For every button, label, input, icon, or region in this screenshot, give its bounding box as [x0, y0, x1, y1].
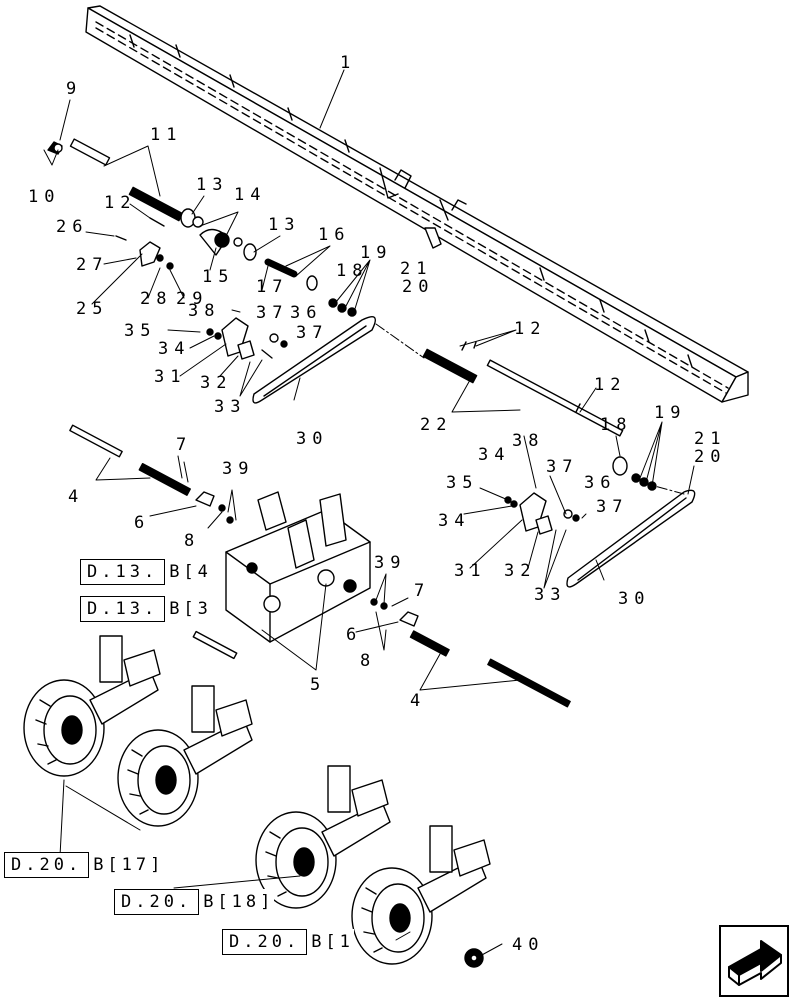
- callout-33a: 33: [214, 397, 246, 417]
- callout-14: 14: [234, 185, 266, 205]
- callout-34a: 34: [158, 339, 190, 359]
- callout-8a: 8: [184, 531, 200, 551]
- callout-30a: 30: [296, 429, 328, 449]
- lower-shafts: [69, 424, 571, 708]
- callout-19a: 19: [360, 243, 392, 263]
- callout-39a: 39: [222, 459, 254, 479]
- sprocket-40: [464, 948, 484, 968]
- callout-25: 25: [76, 299, 108, 319]
- callout-5: 5: [310, 675, 326, 695]
- middle-shafts: [422, 341, 624, 437]
- callout-32b: 32: [504, 561, 536, 581]
- callout-21a: 21: [400, 259, 432, 279]
- callout-38b: 38: [512, 431, 544, 451]
- callout-12b: 12: [514, 319, 546, 339]
- callout-37d: 37: [596, 497, 628, 517]
- callout-26: 26: [56, 217, 88, 237]
- reference-page: B[4: [169, 562, 212, 582]
- callout-16: 16: [318, 225, 350, 245]
- callout-32a: 32: [200, 373, 232, 393]
- callout-6a: 6: [134, 513, 150, 533]
- callout-37a: 37: [256, 303, 288, 323]
- callout-7b: 7: [414, 581, 430, 601]
- callout-18a: 18: [336, 261, 368, 281]
- right-chain-assembly: [504, 456, 696, 588]
- toolbar-frame: [85, 5, 749, 403]
- gauge-wheel-4: [351, 825, 491, 965]
- reference-section: D.20.: [4, 852, 90, 878]
- callout-18b: 18: [600, 415, 632, 435]
- reference-page: B[1: [311, 932, 354, 952]
- gauge-wheel-2: [117, 685, 253, 827]
- reference-link-d20-1[interactable]: D.20. B[1: [222, 929, 354, 955]
- callout-13a: 13: [196, 175, 228, 195]
- reference-section: D.13.: [80, 559, 166, 585]
- callout-29: 29: [176, 289, 208, 309]
- callout-20a: 20: [402, 277, 434, 297]
- callout-40: 40: [512, 935, 544, 955]
- callout-34b: 34: [478, 445, 510, 465]
- reference-section: D.20.: [114, 889, 200, 915]
- next-page-arrow-icon: [728, 940, 782, 986]
- callout-38a: 38: [188, 301, 220, 321]
- callout-30b: 30: [618, 589, 650, 609]
- callout-12a: 12: [104, 193, 136, 213]
- gearbox-housing: [225, 491, 371, 643]
- reference-link-d13-2[interactable]: D.13. B[3: [80, 596, 212, 622]
- callout-21b: 21: [694, 429, 726, 449]
- reference-link-d20-17[interactable]: D.20. B[17]: [4, 852, 165, 878]
- callout-9: 9: [66, 79, 82, 99]
- reference-section: D.13.: [80, 596, 166, 622]
- callout-39b: 39: [374, 553, 406, 573]
- callout-1: 1: [340, 53, 356, 73]
- callout-10: 10: [28, 187, 60, 207]
- callout-4b: 4: [410, 691, 426, 711]
- callout-13b: 13: [268, 215, 300, 235]
- callout-37b: 37: [296, 323, 328, 343]
- callout-28: 28: [140, 289, 172, 309]
- callout-8b: 8: [360, 651, 376, 671]
- reference-link-d13-1[interactable]: D.13. B[4: [80, 559, 212, 585]
- callout-7a: 7: [176, 435, 192, 455]
- gauge-wheel-1: [23, 635, 161, 777]
- next-page-button[interactable]: [719, 925, 789, 997]
- callout-19b: 19: [654, 403, 686, 423]
- callout-37c: 37: [546, 457, 578, 477]
- reference-link-d20-18[interactable]: D.20. B[18]: [114, 889, 275, 915]
- callout-36b: 36: [584, 473, 616, 493]
- callout-11: 11: [150, 125, 182, 145]
- callout-27: 27: [76, 255, 108, 275]
- callout-20b: 20: [694, 447, 726, 467]
- callout-31a: 31: [154, 367, 186, 387]
- callout-35a: 35: [124, 321, 156, 341]
- reference-page: B[3: [169, 599, 212, 619]
- reference-page: B[17]: [93, 855, 165, 875]
- callout-4a: 4: [68, 487, 84, 507]
- upper-chain-assembly: [206, 316, 376, 404]
- callout-15: 15: [202, 267, 234, 287]
- callout-36a: 36: [290, 303, 322, 323]
- gauge-wheel-3: [255, 765, 391, 909]
- callout-34c: 34: [438, 511, 470, 531]
- leader-lines: [43, 69, 695, 957]
- reference-page: B[18]: [203, 892, 275, 912]
- flow-lines: [375, 323, 685, 495]
- upper-shaft-assembly: [47, 138, 357, 317]
- callout-6b: 6: [346, 625, 362, 645]
- callout-22: 22: [420, 415, 452, 435]
- callout-17: 17: [256, 277, 288, 297]
- reference-section: D.20.: [222, 929, 308, 955]
- callout-33b: 33: [534, 585, 566, 605]
- callout-31b: 31: [454, 561, 486, 581]
- callout-12c: 12: [594, 375, 626, 395]
- callout-35b: 35: [446, 473, 478, 493]
- callouts: 1 9 10 11 12 13 14 13 16 26 27 15 17 19 …: [28, 53, 726, 955]
